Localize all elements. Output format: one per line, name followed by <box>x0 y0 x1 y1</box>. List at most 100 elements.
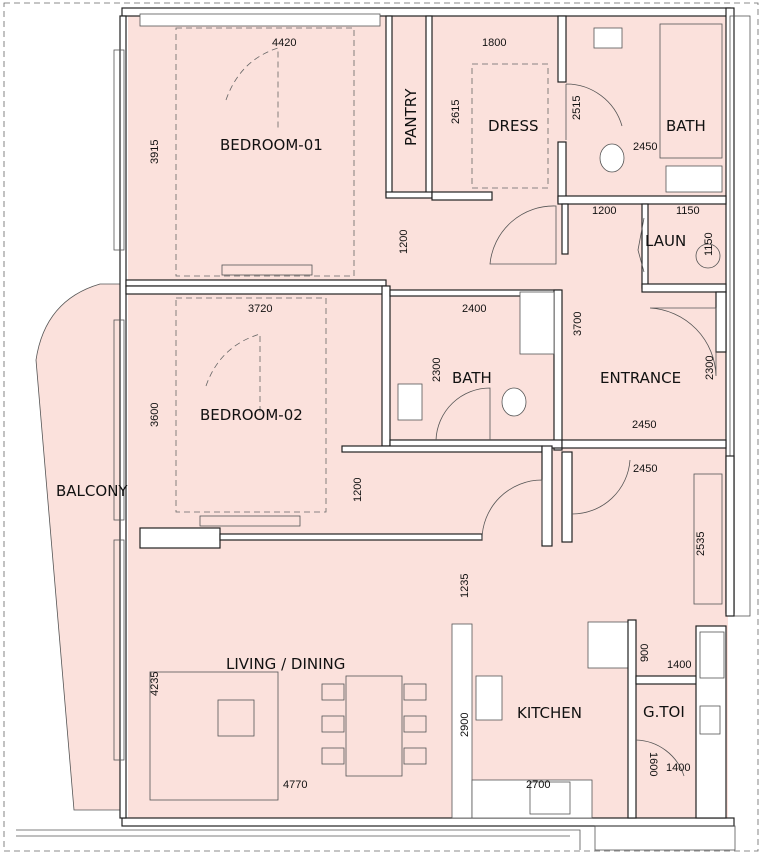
kitchen-sink <box>475 675 503 721</box>
wall-dress-bottom <box>431 191 493 201</box>
dim-living-height: 4235 <box>149 672 161 696</box>
bath1-shower <box>665 165 723 193</box>
wall-bed2-right <box>381 285 391 447</box>
window-bottom <box>16 829 581 850</box>
room-balcony: BALCONY <box>56 482 128 500</box>
wall-bed2-bottom <box>139 527 221 549</box>
wall-gtoi-top <box>635 675 699 685</box>
wall-pantry-bottom <box>385 191 433 199</box>
dim-entrance-height: 3700 <box>572 312 584 336</box>
room-bath2: BATH <box>452 369 492 387</box>
dim-kitchen-width: 2700 <box>526 779 550 791</box>
bath2-toilet <box>501 387 527 417</box>
bath1-basin <box>593 27 623 49</box>
dining-table <box>345 675 403 777</box>
dim-bath2-height: 2300 <box>431 358 443 382</box>
wall-dress-right <box>557 15 567 83</box>
chair-5 <box>403 715 427 733</box>
dim-living-width: 4770 <box>283 779 307 791</box>
apartment-floor <box>128 14 728 820</box>
window-left-low <box>113 539 125 761</box>
chair-1 <box>321 683 345 701</box>
bath2-shower <box>519 291 555 355</box>
dim-gtoi-height: 1600 <box>647 752 659 776</box>
dim-bath2-width: 2400 <box>462 303 486 315</box>
bath1-toilet <box>599 143 625 173</box>
store-cabinet <box>693 473 723 605</box>
room-bath1: BATH <box>666 117 706 135</box>
dim-bath1-height: 2515 <box>571 96 583 120</box>
dim-hall-width: 2450 <box>633 463 657 475</box>
wall-bed1-bottom <box>125 279 387 287</box>
door-hall <box>571 459 631 515</box>
dim-kitchen-height: 2900 <box>459 713 471 737</box>
wall-entrance-right <box>715 291 727 353</box>
wall-entrance-left <box>561 203 569 255</box>
chair-6 <box>403 747 427 765</box>
dim-bath1-width: 2450 <box>633 141 657 153</box>
room-gtoi: G.TOI <box>643 703 685 721</box>
window-top <box>139 13 381 27</box>
room-living: LIVING / DINING <box>226 655 345 673</box>
coffee-table <box>217 699 255 737</box>
wall-store-right <box>725 455 735 617</box>
laun-washer <box>695 243 721 269</box>
dim-living-corridor: 1235 <box>459 574 471 598</box>
room-dress: DRESS <box>488 117 539 135</box>
door-gtoi <box>635 739 685 777</box>
dim-entrance-width: 2450 <box>632 419 656 431</box>
chair-2 <box>321 715 345 733</box>
bed-01-fold <box>225 47 279 128</box>
wall-bottom <box>121 817 735 827</box>
room-entrance: ENTRANCE <box>600 369 681 387</box>
dim-gtoi-width-top: 1400 <box>667 659 691 671</box>
door-laun <box>637 217 645 273</box>
balcony-floor <box>35 283 123 811</box>
chair-4 <box>403 683 427 701</box>
sofa <box>149 671 279 801</box>
room-bedroom1: BEDROOM-01 <box>220 136 323 154</box>
bed-02-pillows <box>199 515 301 527</box>
window-bottom-right <box>594 825 736 851</box>
dim-bed2-width: 3720 <box>248 303 272 315</box>
bed-01-pillows <box>221 264 313 276</box>
wall-bath1-divider <box>659 23 723 159</box>
wall-pantry-right <box>425 15 433 197</box>
wall-pantry-left <box>385 15 393 197</box>
wall-left <box>119 15 127 819</box>
kitchen-fridge <box>587 621 633 669</box>
door-bed1 <box>489 205 557 265</box>
dim-corridor-mid: 1200 <box>352 478 364 502</box>
gtoi-storage <box>699 631 725 679</box>
wall-dress-right-b <box>557 141 567 203</box>
room-kitchen: KITCHEN <box>517 704 582 722</box>
dim-laun-width: 1150 <box>676 205 700 217</box>
wall-bath1-bottom <box>557 195 727 205</box>
kitchen-counter-left <box>451 623 473 819</box>
window-left-top <box>113 49 125 251</box>
room-pantry: PANTRY <box>402 88 420 146</box>
room-bedroom2: BEDROOM-02 <box>200 406 303 424</box>
wall-bed2-living <box>219 533 483 541</box>
dim-bed2-height: 3600 <box>149 403 161 427</box>
window-right <box>729 15 751 617</box>
dim-bed1-width: 4420 <box>272 37 296 49</box>
dim-store-height: 2535 <box>695 532 707 556</box>
gtoi-basin <box>699 705 721 735</box>
dim-dress-width: 1800 <box>482 37 506 49</box>
dim-bed1-height: 3915 <box>149 140 161 164</box>
dim-laun-height: 1150 <box>703 232 715 256</box>
wall-mid-right <box>541 445 553 547</box>
dim-laun-left: 1200 <box>592 205 616 217</box>
bed-02 <box>175 297 327 513</box>
wall-entrance-bottom <box>561 439 727 449</box>
chair-3 <box>321 747 345 765</box>
wall-bed2-top <box>125 285 387 295</box>
bed-02-fold <box>205 333 261 414</box>
wall-laun-bottom <box>641 283 727 293</box>
door-entrance <box>649 307 717 377</box>
door-bath2 <box>435 387 491 441</box>
dim-entrance-side: 2300 <box>704 356 716 380</box>
window-left-mid <box>113 319 125 521</box>
